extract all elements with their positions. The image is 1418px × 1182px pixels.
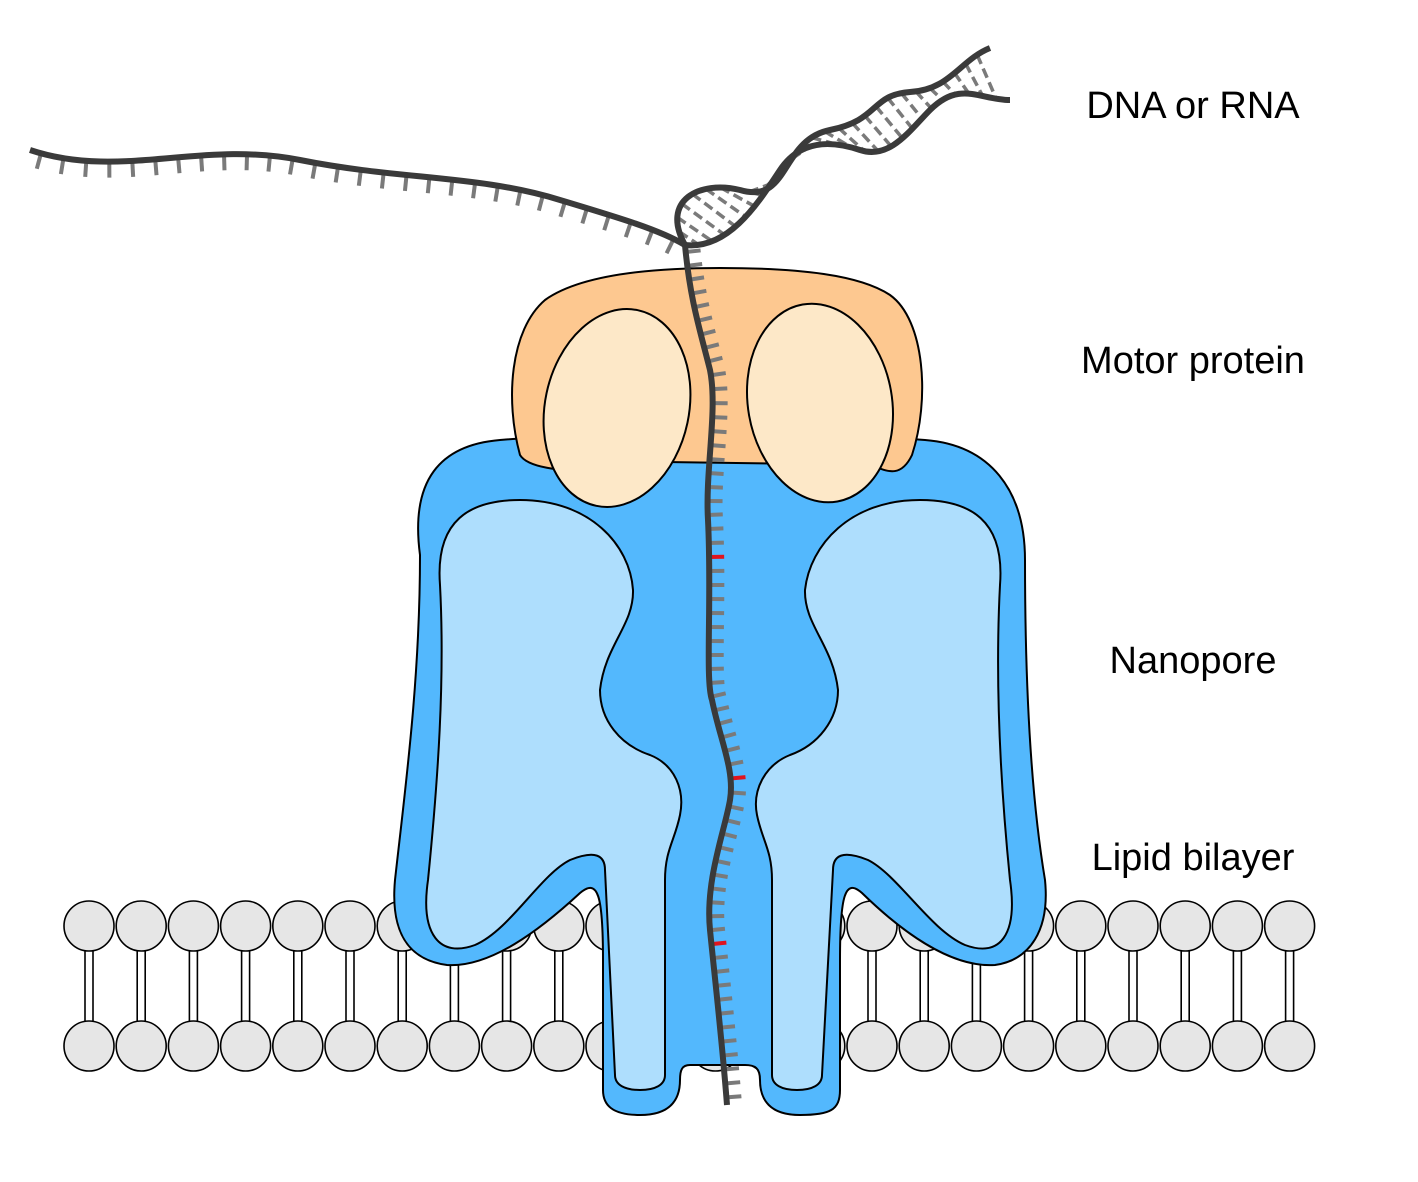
lipid-head	[167, 1020, 220, 1072]
lipid-head	[271, 900, 324, 952]
label-nanopore: Nanopore	[1110, 640, 1277, 682]
helix-base-pair	[953, 72, 971, 95]
lipid-head	[324, 1020, 376, 1072]
label-lipid-bilayer: Lipid bilayer	[1092, 837, 1295, 879]
lipid-head	[219, 1020, 272, 1072]
motor-protein	[511, 266, 924, 508]
nanopore-inner-left	[425, 498, 683, 1092]
helix-base-pair	[874, 105, 904, 140]
lipid-head	[63, 1020, 115, 1072]
label-motor-protein: Motor protein	[1081, 340, 1305, 382]
lipid-head	[324, 900, 376, 952]
single-strand	[29, 147, 687, 248]
helix-base-pair	[676, 215, 714, 243]
lipid-head	[428, 1020, 481, 1072]
lipid-head	[1263, 1020, 1316, 1072]
helix-base-pair	[691, 192, 737, 228]
helix-base-pair	[823, 129, 853, 149]
lipid-head	[1159, 1020, 1211, 1072]
lipid-head	[115, 900, 167, 952]
helix-base-pair	[900, 92, 924, 120]
lipid-head	[167, 900, 220, 952]
helix-base-pair	[704, 187, 747, 219]
helix-base-pair	[964, 62, 985, 97]
lipid-head	[1107, 1020, 1159, 1072]
lipid-head	[1055, 1020, 1107, 1072]
lipid-head	[950, 1020, 1003, 1072]
helix-base-pair	[886, 96, 914, 130]
nanopore	[393, 431, 1047, 1117]
helix-base-pair	[680, 202, 726, 237]
threading-strand	[682, 244, 734, 1106]
lipid-head	[1107, 900, 1159, 952]
helix-base-pair	[914, 90, 933, 110]
helix-strand-a	[674, 45, 992, 247]
lipid-head	[532, 1020, 585, 1072]
motor-lobe-left	[542, 308, 692, 508]
helix-base-pair	[851, 121, 880, 153]
lipid-head	[480, 1020, 533, 1072]
lipid-head	[1159, 900, 1211, 952]
lipid-head	[1055, 900, 1107, 952]
label-dna-or-rna: DNA or RNA	[1086, 85, 1300, 127]
helix-base-pair	[863, 114, 893, 148]
lipid-head	[219, 900, 272, 952]
dna-strand	[29, 45, 1011, 1106]
lipid-head	[898, 1020, 951, 1072]
lipid-head	[1211, 900, 1264, 952]
lipid-head	[271, 1020, 324, 1072]
lipid-head	[1263, 900, 1316, 952]
lipid-head	[63, 900, 115, 952]
motor-lobe-right	[745, 302, 895, 504]
lipid-head	[376, 1020, 429, 1072]
lipid-head	[1002, 1020, 1055, 1072]
nanopore-inner-right	[754, 498, 1013, 1092]
lipid-head	[115, 1020, 167, 1072]
helix-base-pair	[975, 54, 998, 100]
helix-strand-b	[684, 90, 1011, 249]
lipid-head	[846, 1020, 898, 1072]
helix-base-pair	[837, 126, 866, 153]
lipid-head	[1211, 1020, 1264, 1072]
